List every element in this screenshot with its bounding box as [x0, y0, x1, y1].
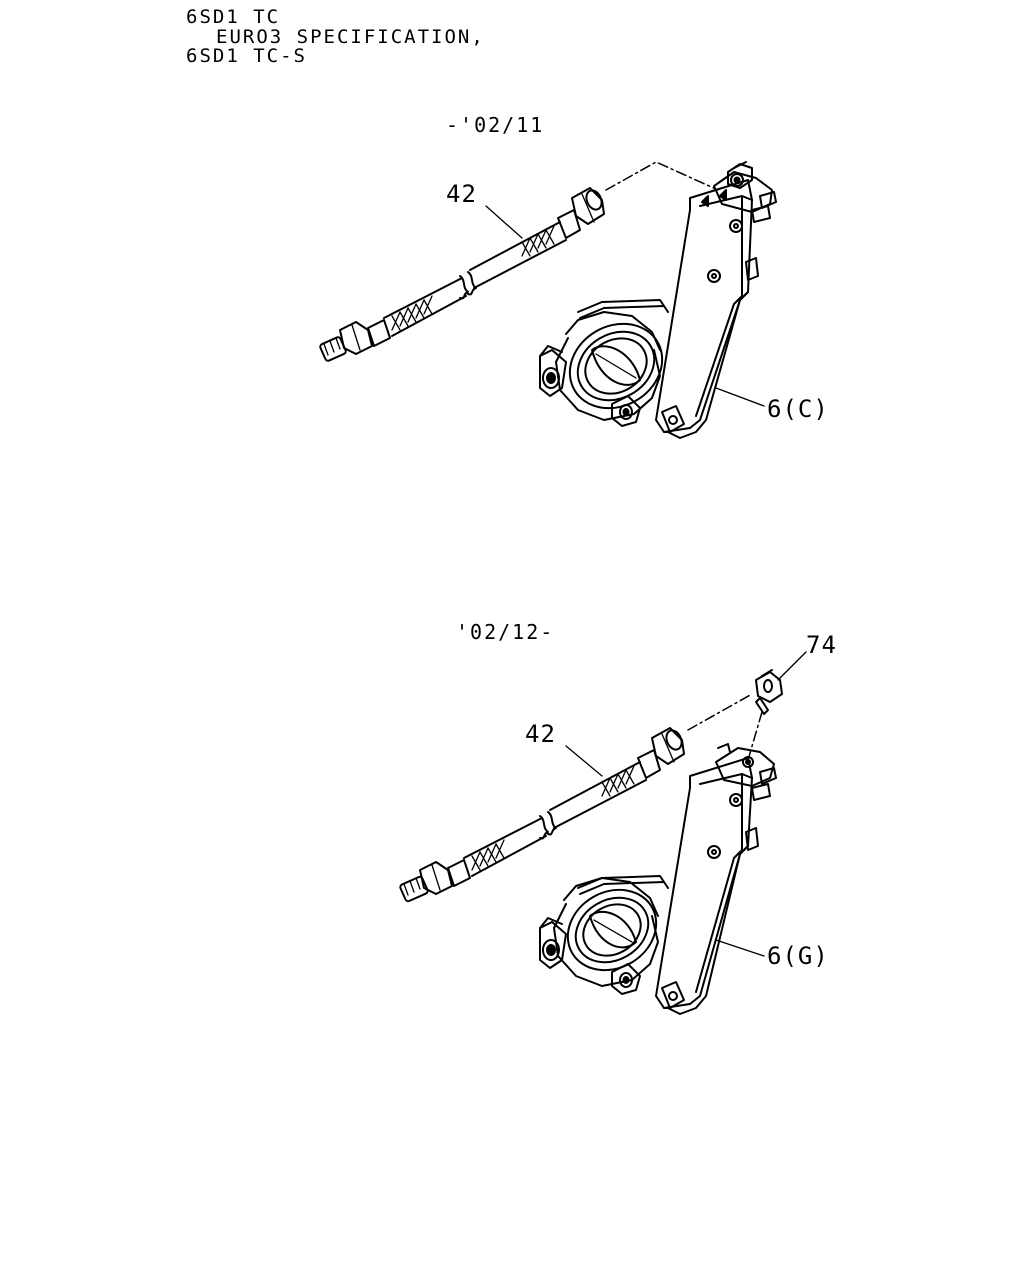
model-line-1: 6SD1 TC — [186, 6, 281, 28]
top-callout-bracket: 6(C) — [767, 395, 829, 423]
model-line-2: EURO3 SPECIFICATION, — [216, 26, 485, 48]
model-line-3: 6SD1 TC-S — [186, 45, 307, 67]
bottom-callout-hose: 42 — [525, 720, 556, 748]
bottom-assembly — [399, 651, 807, 1015]
bottom-date-range: '02/12- — [456, 620, 555, 644]
bottom-bracket-6g — [539, 743, 777, 1015]
top-bracket-6c — [539, 161, 777, 439]
top-date-range: -'02/11 — [446, 113, 545, 137]
top-callout-hose: 42 — [446, 180, 477, 208]
bottom-fitting-74 — [747, 669, 783, 761]
top-assembly — [319, 161, 777, 439]
bottom-hose-42 — [399, 727, 685, 903]
bottom-callout-bracket: 6(G) — [767, 942, 829, 970]
bottom-callout-fitting: 74 — [806, 631, 837, 659]
top-hose-42 — [319, 187, 605, 362]
